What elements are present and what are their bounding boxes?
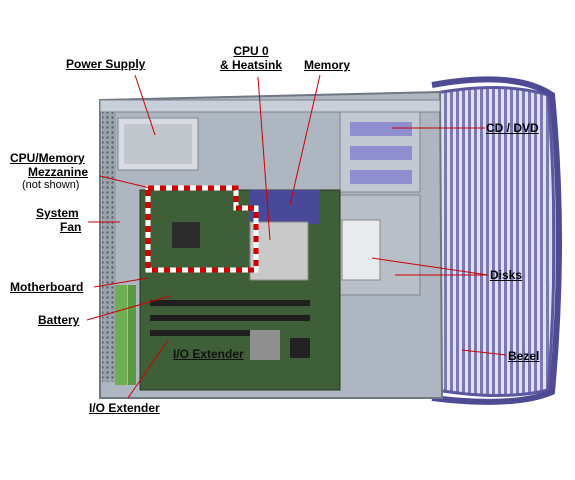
label-memory: Memory [304,58,351,72]
label-disks: Disks [490,268,523,282]
leader-power-supply [134,74,156,136]
label-mezzanine-line2: Mezzanine [28,165,89,179]
leader-mezzanine [99,175,151,189]
label-bezel: Bezel [508,349,540,363]
bezel-shape [423,86,556,397]
bezel-rim [431,76,562,405]
leader-bezel [461,349,507,356]
leader-disks-1 [371,257,489,276]
label-cd-dvd: CD / DVD [486,121,539,135]
leader-cpu0 [257,76,271,241]
chassis-top-rail [99,99,441,113]
memory-shape [250,190,320,224]
label-motherboard: Motherboard [10,280,84,294]
heatsink-shape [249,221,309,281]
label-io-extender: I/O Extender [89,401,160,415]
label-mezzanine-note: (not shown) [22,179,80,191]
leader-memory [289,74,321,206]
label-mezzanine-line1: CPU/Memory [10,151,85,165]
rear-vent [102,112,116,382]
label-cpu0-line2: & Heatsink [219,58,283,72]
leader-lines [86,74,507,399]
label-power-supply: Power Supply [66,57,146,71]
label-battery: Battery [38,313,80,327]
label-cpu0-line1: CPU 0 [233,44,269,58]
leader-io-extender [127,339,169,399]
label-io-extender-inner: I/O Extender [173,347,244,361]
leader-motherboard [93,277,149,288]
label-system-fan-line2: Fan [60,220,82,234]
leader-battery [86,295,171,321]
label-system-fan-line1: System [36,206,79,220]
